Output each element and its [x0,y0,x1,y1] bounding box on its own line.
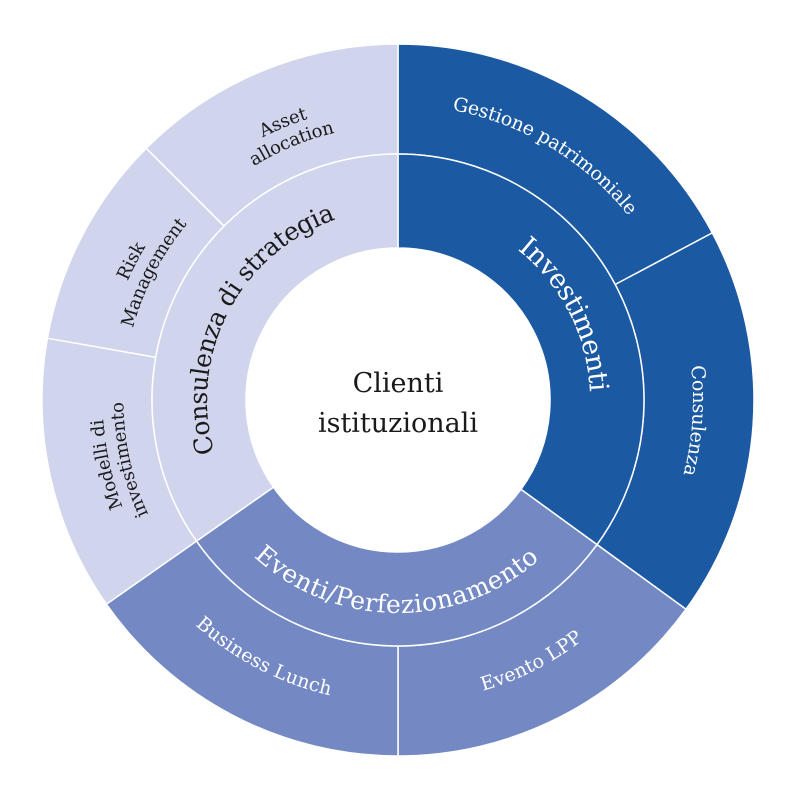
center-title-line2: istituzionali [318,408,478,439]
center-title-line1: Clienti [353,368,444,399]
center-circle [246,248,550,552]
segments-layer [41,43,755,757]
